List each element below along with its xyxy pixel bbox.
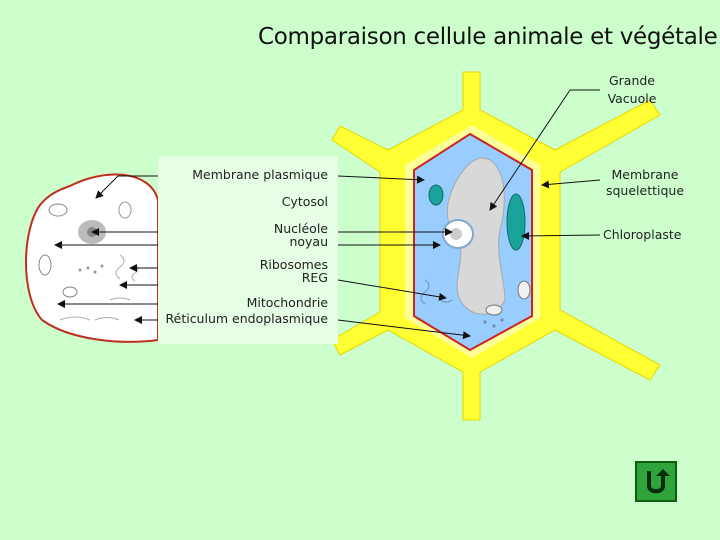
slide-title: Comparaison cellule animale et végétale. [258,24,720,50]
label-cytosol: Cytosol [281,194,328,209]
label-membrane-plasmique: Membrane plasmique [192,167,328,182]
label-ribosomes: Ribosomes [259,257,328,272]
large-vacuole [446,157,506,315]
label-panel [158,156,338,344]
label-vacuole: Vacuole [607,91,657,106]
back-button[interactable] [635,461,677,502]
label-mitochondrie: Mitochondrie [246,295,328,310]
label-chloroplaste: Chloroplaste [603,227,682,242]
label-noyau: noyau [289,234,328,249]
nucleolus [450,228,462,240]
plant-pointers [337,89,601,340]
label-membrane: Membrane [611,167,679,182]
animal-pointers [54,175,158,324]
label-squelettique: squelettique [605,183,685,198]
label-reticulum: Réticulum endoplasmique [165,311,329,326]
chloroplast [506,193,526,251]
label-reg: REG [301,270,328,285]
label-nucleole: Nucléole [273,221,328,236]
u-turn-arrow-icon [647,468,670,493]
label-grande: Grande [608,73,656,88]
animal-cell [25,173,159,343]
